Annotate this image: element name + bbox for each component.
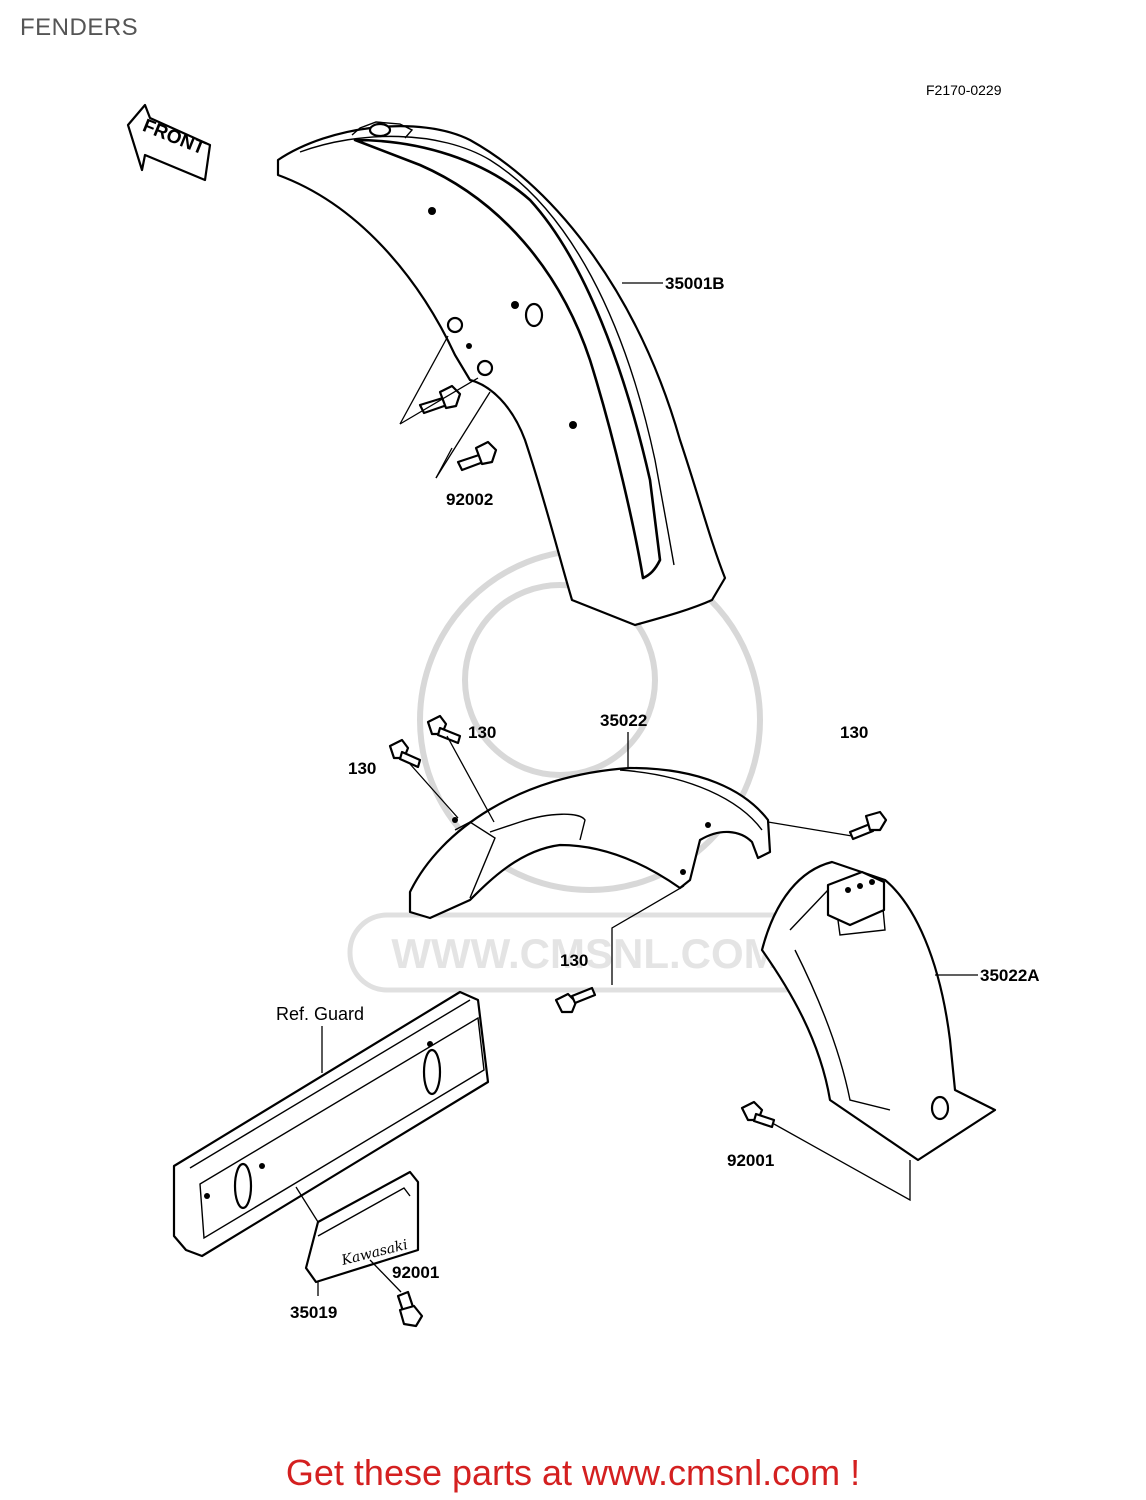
label-plate: 35019 (290, 1303, 337, 1322)
bolt-92001-plate-icon (396, 1290, 424, 1328)
label-rear-bolt-b: 130 (348, 759, 376, 778)
footer-banner[interactable]: Get these parts at www.cmsnl.com ! (285, 1452, 861, 1493)
bolt-92001-flap-icon (740, 1100, 776, 1129)
diagram-code: F2170-0229 (926, 82, 1002, 98)
label-rear-bolt-c: 130 (840, 723, 868, 742)
watermark-logo: WWW.CMSNL.COM (347, 547, 823, 993)
label-rear-flap: 35022A (980, 966, 1040, 985)
label-plate-bolt: 92001 (392, 1263, 439, 1282)
label-front-bolt: 92002 (446, 490, 493, 509)
bolt-130-a-icon (426, 714, 462, 745)
rear-flap-drawing (760, 860, 997, 1162)
front-arrow: FRONT (126, 103, 212, 182)
bolt-130-d-icon (554, 986, 597, 1014)
label-rear-fender: 35022 (600, 711, 647, 730)
label-rear-bolt-d: 130 (560, 951, 588, 970)
label-front-fender: 35001B (665, 274, 725, 293)
bolt-130-c-icon (848, 810, 888, 841)
page-title: FENDERS (20, 14, 139, 41)
plate-drawing: Kawasaki (304, 1170, 420, 1284)
label-guard: Ref. Guard (276, 1004, 364, 1024)
front-fender-drawing (276, 121, 727, 627)
guard-drawing (172, 990, 490, 1258)
label-rear-bolt-a: 130 (468, 723, 496, 742)
watermark-text: WWW.CMSNL.COM (391, 930, 778, 977)
rear-fender-drawing (408, 766, 772, 920)
bolt-92002-icon (418, 384, 498, 472)
bolt-130-b-icon (388, 738, 422, 769)
label-flap-bolt: 92001 (727, 1151, 774, 1170)
